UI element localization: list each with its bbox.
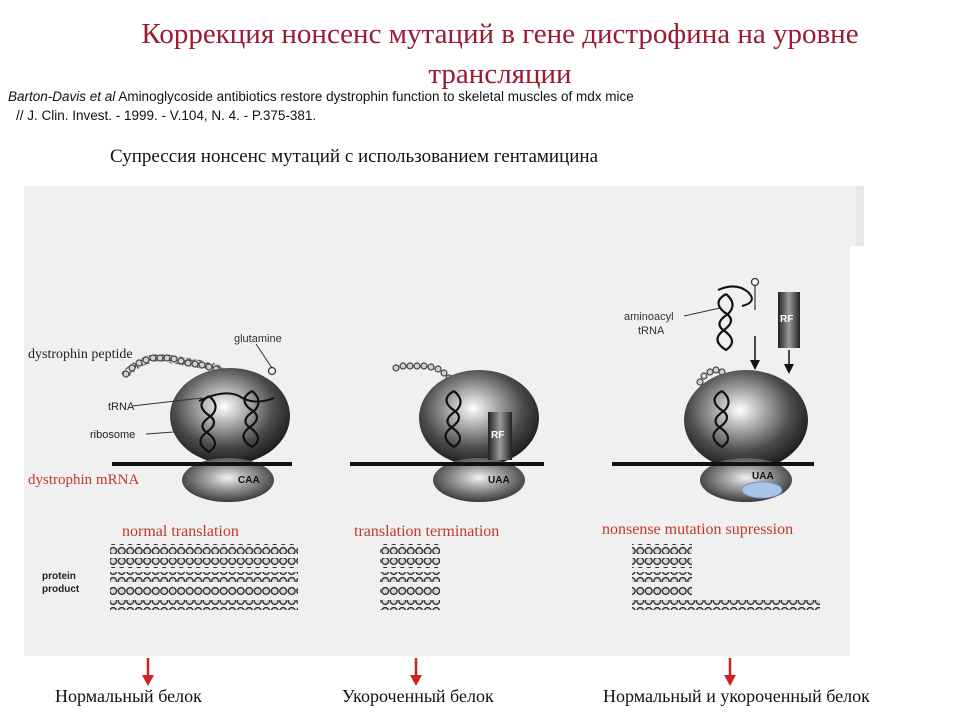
arrow-down-icon bbox=[724, 658, 736, 686]
label-protein: protein bbox=[42, 571, 76, 582]
protein-row bbox=[632, 544, 692, 554]
label-dystrophin-mrna: dystrophin mRNA bbox=[28, 472, 139, 488]
panel-title-suppression: nonsense mutation supression bbox=[602, 521, 793, 538]
codon-caa: CAA bbox=[238, 475, 260, 486]
translation-diagram: glutamine dystrophin peptide tRNA riboso… bbox=[24, 186, 864, 656]
caption-normal-protein: Нормальный белок bbox=[55, 686, 202, 706]
ribosome-small-subunit bbox=[182, 458, 274, 502]
label-product: product bbox=[42, 584, 80, 595]
incoming-trna bbox=[716, 293, 734, 352]
label-rf-free: RF bbox=[780, 314, 793, 325]
protein-row bbox=[380, 544, 440, 554]
glutamine-bead bbox=[267, 366, 277, 376]
ribosome-small-subunit bbox=[433, 458, 525, 502]
panel-nonsense-suppression: aminoacyl tRNA RF UAA nonsense mutation … bbox=[602, 277, 820, 610]
release-factor-free bbox=[778, 292, 800, 348]
citation: Barton-Davis et al Aminoglycoside antibi… bbox=[8, 87, 908, 125]
label-trna: tRNA bbox=[108, 401, 135, 413]
codon-uaa: UAA bbox=[488, 475, 510, 486]
label-glutamine: glutamine bbox=[234, 333, 282, 345]
caption-truncated-protein: Укороченный белок bbox=[342, 686, 494, 706]
label-ribosome: ribosome bbox=[90, 429, 135, 441]
citation-ref: // J. Clin. Invest. - 1999. - V.104, N. … bbox=[16, 108, 317, 123]
arrow-down-icon bbox=[142, 658, 154, 686]
slide-subtitle: Супрессия нонсенс мутаций с использовани… bbox=[110, 146, 599, 167]
protein-row-full bbox=[632, 600, 820, 610]
trna-shape bbox=[712, 390, 730, 449]
panel-title-termination: translation termination bbox=[354, 523, 499, 540]
label-aminoacyl: aminoacyl bbox=[624, 311, 674, 323]
label-dystrophin-peptide: dystrophin peptide bbox=[28, 347, 133, 362]
protein-row bbox=[380, 586, 440, 596]
trna-shape-2 bbox=[242, 390, 260, 449]
ribosome-large-subunit bbox=[170, 368, 290, 464]
protein-row bbox=[380, 572, 440, 582]
protein-row bbox=[110, 544, 298, 554]
protein-row bbox=[632, 558, 692, 568]
trna-shape bbox=[199, 395, 217, 454]
protein-row bbox=[380, 558, 440, 568]
ribosome-large-subunit bbox=[684, 370, 808, 470]
gentamicin-blob bbox=[741, 481, 783, 499]
protein-row bbox=[110, 586, 298, 596]
protein-row bbox=[110, 572, 298, 582]
label-rf: RF bbox=[491, 430, 504, 441]
panel-normal-translation: glutamine dystrophin peptide tRNA riboso… bbox=[28, 333, 298, 610]
caption-normal-and-truncated: Нормальный и укороченный белок bbox=[603, 686, 870, 706]
panel-translation-termination: RF UAA translation termination bbox=[350, 362, 544, 610]
protein-row bbox=[380, 600, 440, 610]
panel-title-normal: normal translation bbox=[122, 523, 239, 540]
slide-title: Коррекция нонсенс мутаций в гене дистроф… bbox=[141, 18, 859, 90]
trna-shape bbox=[444, 390, 462, 449]
amino-acid-bead bbox=[750, 277, 760, 287]
ribosome-large-subunit bbox=[419, 370, 539, 466]
codon-uaa-suppressed: UAA bbox=[752, 471, 774, 482]
protein-row bbox=[632, 572, 692, 582]
protein-row bbox=[110, 600, 298, 610]
citation-title: Aminoglycoside antibiotics restore dystr… bbox=[118, 89, 634, 104]
release-factor bbox=[488, 412, 512, 460]
label-aminoacyl-trna: tRNA bbox=[638, 325, 665, 337]
citation-authors: Barton-Davis et al bbox=[8, 89, 116, 104]
protein-row bbox=[632, 586, 692, 596]
protein-row bbox=[110, 558, 298, 568]
arrow-down-icon bbox=[410, 658, 422, 686]
